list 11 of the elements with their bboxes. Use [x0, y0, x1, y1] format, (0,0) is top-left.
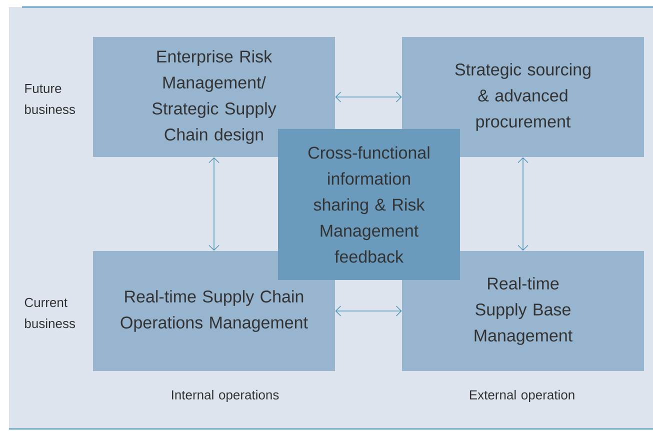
row-label: Current business — [24, 298, 76, 328]
arrow — [335, 92, 402, 102]
process-box: Real-time Supply Chain Operations Management — [93, 251, 335, 371]
arrow — [518, 157, 528, 251]
column-label: External operation — [470, 390, 574, 402]
row-label: Future business — [25, 84, 76, 114]
process-box: Real-time Supply Base Management — [402, 251, 644, 371]
column-label: Internal operations — [172, 390, 279, 402]
process-box: Cross-functional information sharing & Risk Management feedback — [278, 129, 460, 280]
arrow — [335, 306, 402, 316]
arrow — [208, 157, 220, 251]
